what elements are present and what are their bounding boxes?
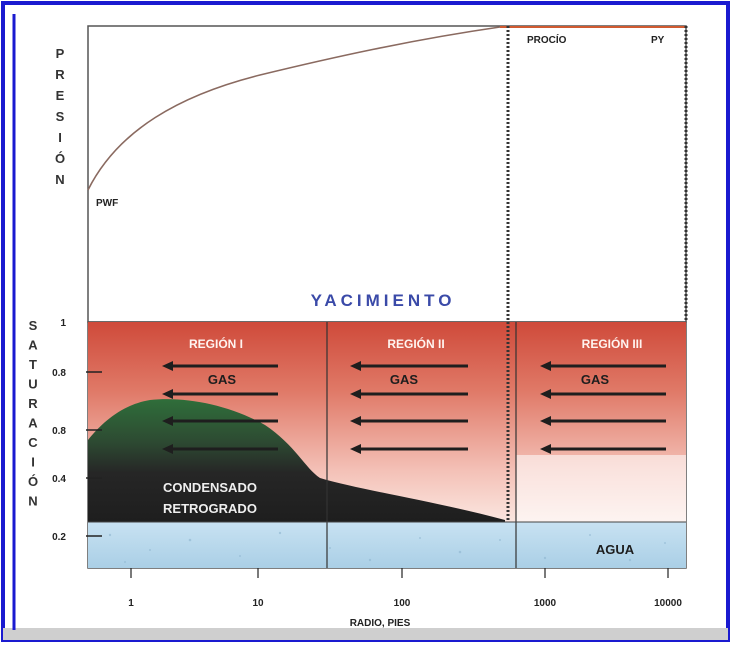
x-tick-label: 10000 <box>654 598 682 609</box>
x-tick-label: 1000 <box>534 598 557 609</box>
bottom-shadow <box>3 628 728 640</box>
pressure-axis-letter: Ó <box>55 151 65 166</box>
gas-flow-arrows <box>162 361 666 454</box>
gas-flow-arrow-head <box>162 389 173 399</box>
py-label: PY <box>651 35 665 46</box>
region-2-label: REGIÓN II <box>387 336 444 351</box>
gas-flow-arrow-head <box>540 416 551 426</box>
condensate-zone <box>88 399 505 522</box>
saturation-axis-letter: S <box>29 318 38 333</box>
pressure-plot-frame <box>87 25 687 323</box>
gas-flow-arrow-head <box>540 389 551 399</box>
x-axis-title: RADIO, PIES <box>350 618 411 629</box>
saturation-axis-letter: N <box>28 494 37 509</box>
saturation-axis-ticks: 1 0.8 0.8 0.4 0.2 <box>52 318 102 543</box>
gas-flow-arrow-head <box>350 444 361 454</box>
x-tick-label: 1 <box>128 598 134 609</box>
water-label: AGUA <box>596 542 635 557</box>
gas-flow-arrow-head <box>540 444 551 454</box>
pressure-axis-letter: P <box>56 46 65 61</box>
pressure-axis-letter: I <box>58 130 62 145</box>
gas-label-2: GAS <box>390 372 419 387</box>
saturation-axis-letter: T <box>29 357 37 372</box>
x-tick-label: 100 <box>394 598 411 609</box>
water-texture <box>108 531 666 563</box>
pressure-axis-letter: R <box>55 67 65 82</box>
saturation-tick-label: 0.4 <box>52 474 66 485</box>
region-1-label: REGIÓN I <box>189 336 243 351</box>
saturation-tick-label: 0.2 <box>52 532 66 543</box>
procio-label: PROCÍO <box>527 33 567 46</box>
saturation-axis-letter: R <box>28 396 38 411</box>
gas-flow-arrow-head <box>162 361 173 371</box>
pressure-curve <box>87 26 686 191</box>
gas-flow-arrow-head <box>162 416 173 426</box>
saturation-axis-letter: Ó <box>28 474 38 489</box>
gas-flow-arrow-head <box>350 416 361 426</box>
condensate-label-line2: RETROGRADO <box>163 501 257 516</box>
reservoir-title: YACIMIENTO <box>311 291 456 310</box>
gas-flow-arrow-head <box>540 361 551 371</box>
saturation-axis-letter: A <box>28 338 38 353</box>
pwf-label: PWF <box>96 198 118 209</box>
saturation-tick-label: 1 <box>60 318 66 329</box>
saturation-axis-letter: C <box>28 435 38 450</box>
gas-flow-arrow-head <box>350 389 361 399</box>
x-tick-label: 10 <box>252 598 264 609</box>
water-zone <box>88 522 686 568</box>
saturation-axis-letter: A <box>28 416 38 431</box>
saturation-axis-letter: I <box>31 455 35 470</box>
pressure-axis-letter: S <box>56 109 65 124</box>
pressure-axis-letter: E <box>56 88 65 103</box>
gas-flow-arrow-head <box>350 361 361 371</box>
region-3-lower <box>516 455 686 522</box>
x-axis-ticks: 1 10 100 1000 10000 <box>128 568 682 609</box>
saturation-tick-label: 0.8 <box>52 426 66 437</box>
saturation-axis-letter: U <box>28 377 37 392</box>
saturation-tick-label: 0.8 <box>52 368 66 379</box>
gas-flow-arrow-head <box>162 444 173 454</box>
condensate-label-line1: CONDENSADO <box>163 480 257 495</box>
saturation-panel: REGIÓN I REGIÓN II REGIÓN III GAS GAS GA… <box>28 318 687 569</box>
gas-label-1: GAS <box>208 372 237 387</box>
gas-label-3: GAS <box>581 372 610 387</box>
region-3-label: REGIÓN III <box>582 336 643 351</box>
pressure-axis-letter: N <box>55 172 64 187</box>
